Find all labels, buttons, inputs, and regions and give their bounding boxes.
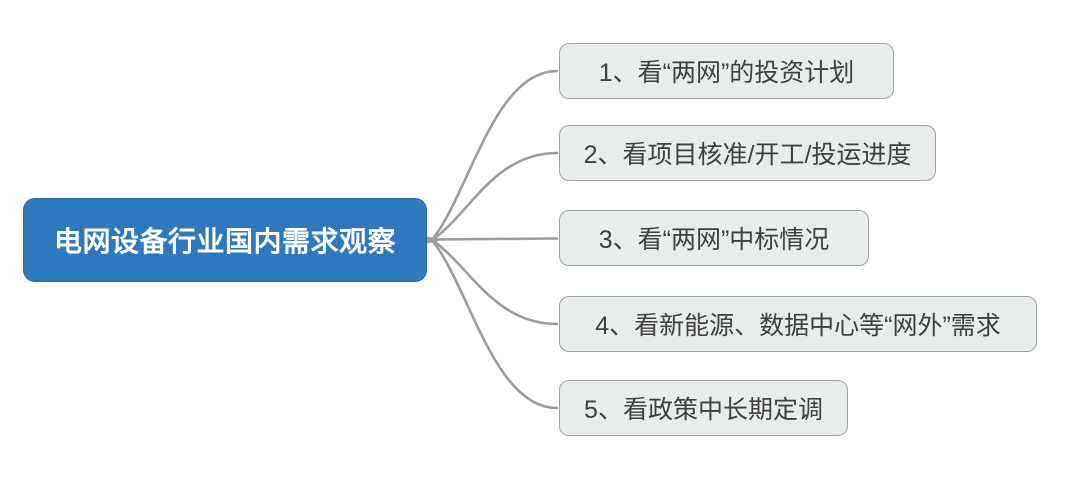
branch-label-1: 1、看“两网”的投资计划 <box>598 59 855 87</box>
branch-node-2[interactable]: 2、看项目核准/开工/投运进度 <box>559 125 936 181</box>
branch-label-5: 5、看政策中长期定调 <box>584 396 823 424</box>
branch-node-5[interactable]: 5、看政策中长期定调 <box>559 380 848 436</box>
root-topic-node[interactable]: 电网设备行业国内需求观察 <box>23 198 427 282</box>
connector-branch-3 <box>430 237 559 241</box>
branch-node-1[interactable]: 1、看“两网”的投资计划 <box>559 43 894 99</box>
branch-node-3[interactable]: 3、看“两网”中标情况 <box>559 210 869 266</box>
connector-branch-2 <box>430 151 559 242</box>
branch-label-3: 3、看“两网”中标情况 <box>598 226 830 254</box>
branch-node-4[interactable]: 4、看新能源、数据中心等“网外”需求 <box>559 296 1037 352</box>
branch-label-2: 2、看项目核准/开工/投运进度 <box>583 141 912 169</box>
connector-branch-4 <box>430 238 559 326</box>
connector-branch-5 <box>430 238 559 410</box>
branch-label-4: 4、看新能源、数据中心等“网外”需求 <box>595 312 1001 340</box>
root-topic-label: 电网设备行业国内需求观察 <box>53 226 396 257</box>
connector-branch-1 <box>430 69 559 242</box>
